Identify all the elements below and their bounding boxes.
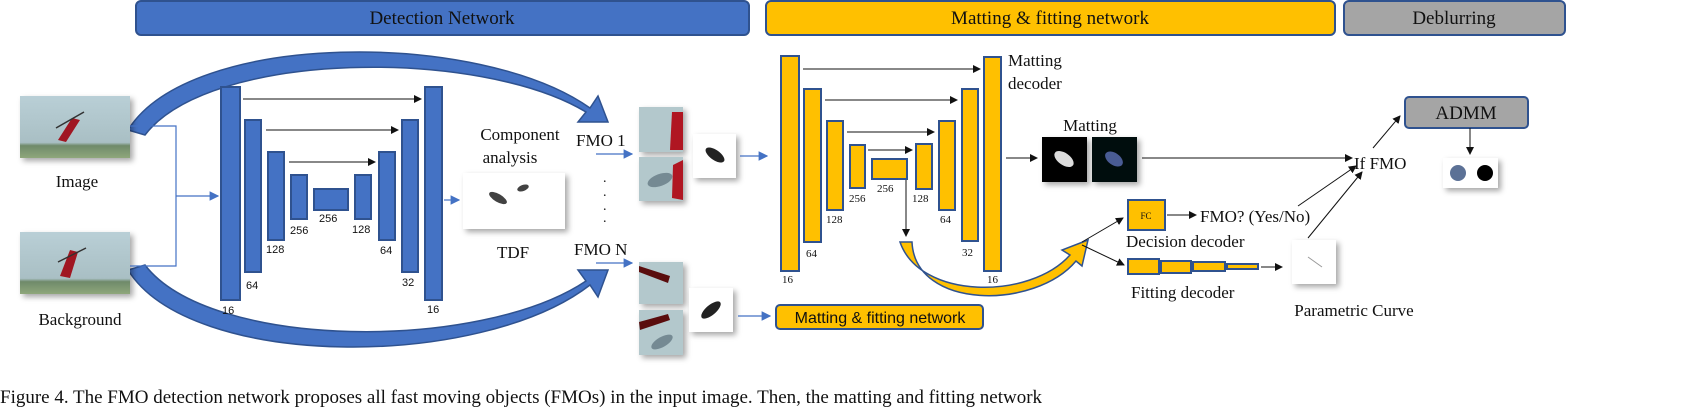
figure-caption: Figure 4. The FMO detection network prop… [0,387,1043,408]
iffmo-to-admm-arrow [1372,115,1401,149]
matting-decoder-label-1: Matting [1008,51,1062,70]
det-ch-16b: 16 [427,304,439,316]
mat-ch-64: 64 [806,248,818,260]
curve-to-iffmo-arrow [1307,171,1363,239]
mat-ch-16a: 16 [782,274,794,286]
background-image-thumbnail [20,232,130,294]
fmo-to-iffmo-arrow [1297,165,1357,207]
input-connector [130,125,218,267]
detection-network-header [135,0,750,36]
det-ch-256a: 256 [290,225,308,237]
component-label: Component [480,125,560,144]
image-label: Image [56,172,98,191]
admm-box [1404,96,1529,129]
matting-skip-connections [803,65,981,154]
bottom-curved-arrow [126,264,610,348]
mat-ch-256b: 256 [877,183,894,195]
matting-fitting-network-box [775,304,984,330]
fmo-dot-1: . [603,171,607,186]
matting-fitting-network-box-label: Matting & fitting network [795,310,967,327]
parametric-curve-label: Parametric Curve [1294,301,1413,320]
analysis-label: analysis [483,148,538,167]
admm-label: ADMM [1435,103,1496,124]
tdf-image [463,173,565,229]
fmo-dot-3: . [603,199,607,214]
fmo-1-label: FMO 1 [576,131,626,150]
to-fitting-arrow [1081,244,1125,266]
fitting-decoder-blocks [1127,258,1259,275]
matting-output-images [1042,137,1137,182]
detection-unet [220,86,443,301]
mat-ch-128b: 128 [912,193,929,205]
mat-ch-32: 32 [962,247,973,259]
deblurring-header-label: Deblurring [1412,8,1496,29]
fc-label: FC [1140,211,1151,221]
fmo1-crops [639,107,683,201]
top-curved-arrow [126,51,610,136]
mat-ch-128a: 128 [826,214,843,226]
deblurred-output [1443,158,1498,188]
fmon-matting-thumb [689,288,733,332]
parametric-curve-image [1292,240,1336,284]
matting-network-header-label: Matting & fitting network [951,8,1149,29]
fmo-n-label: FMO N [574,240,627,259]
fmon-crops [639,262,683,355]
fmo-dot-4: . [603,211,607,226]
background-label: Background [38,310,122,329]
matting-unet [780,55,1002,272]
fmo-question-label: FMO? (Yes/No) [1200,207,1310,226]
det-ch-128a: 128 [266,244,284,256]
detection-skip-connections [243,95,422,166]
if-fmo-label: If FMO [1354,154,1406,173]
deblurring-header [1343,0,1566,36]
det-ch-256b: 256 [319,213,337,225]
fitting-decoder-label: Fitting decoder [1131,283,1235,302]
det-ch-16a: 16 [222,305,234,317]
bottleneck-curved-arrow [898,238,1090,297]
matting-network-header [765,0,1336,36]
fmo1-matting-thumb [693,134,736,178]
det-ch-64a: 64 [246,280,258,292]
det-ch-128b: 128 [352,224,370,236]
matting-label: Matting [1063,116,1117,135]
detection-network-header-label: Detection Network [369,8,515,29]
tdf-label: TDF [497,243,529,262]
det-ch-64b: 64 [380,245,392,257]
fmo-dot-2: . [603,185,607,200]
to-decision-arrow [1081,217,1124,243]
fc-box [1127,199,1166,231]
mat-ch-256a: 256 [849,193,866,205]
input-image-thumbnail [20,96,130,158]
mat-ch-16b: 16 [987,274,999,286]
det-ch-32: 32 [402,277,414,289]
mat-ch-64b: 64 [940,214,952,226]
decision-decoder-label: Decision decoder [1126,232,1245,251]
matting-decoder-label-2: decoder [1008,74,1062,93]
